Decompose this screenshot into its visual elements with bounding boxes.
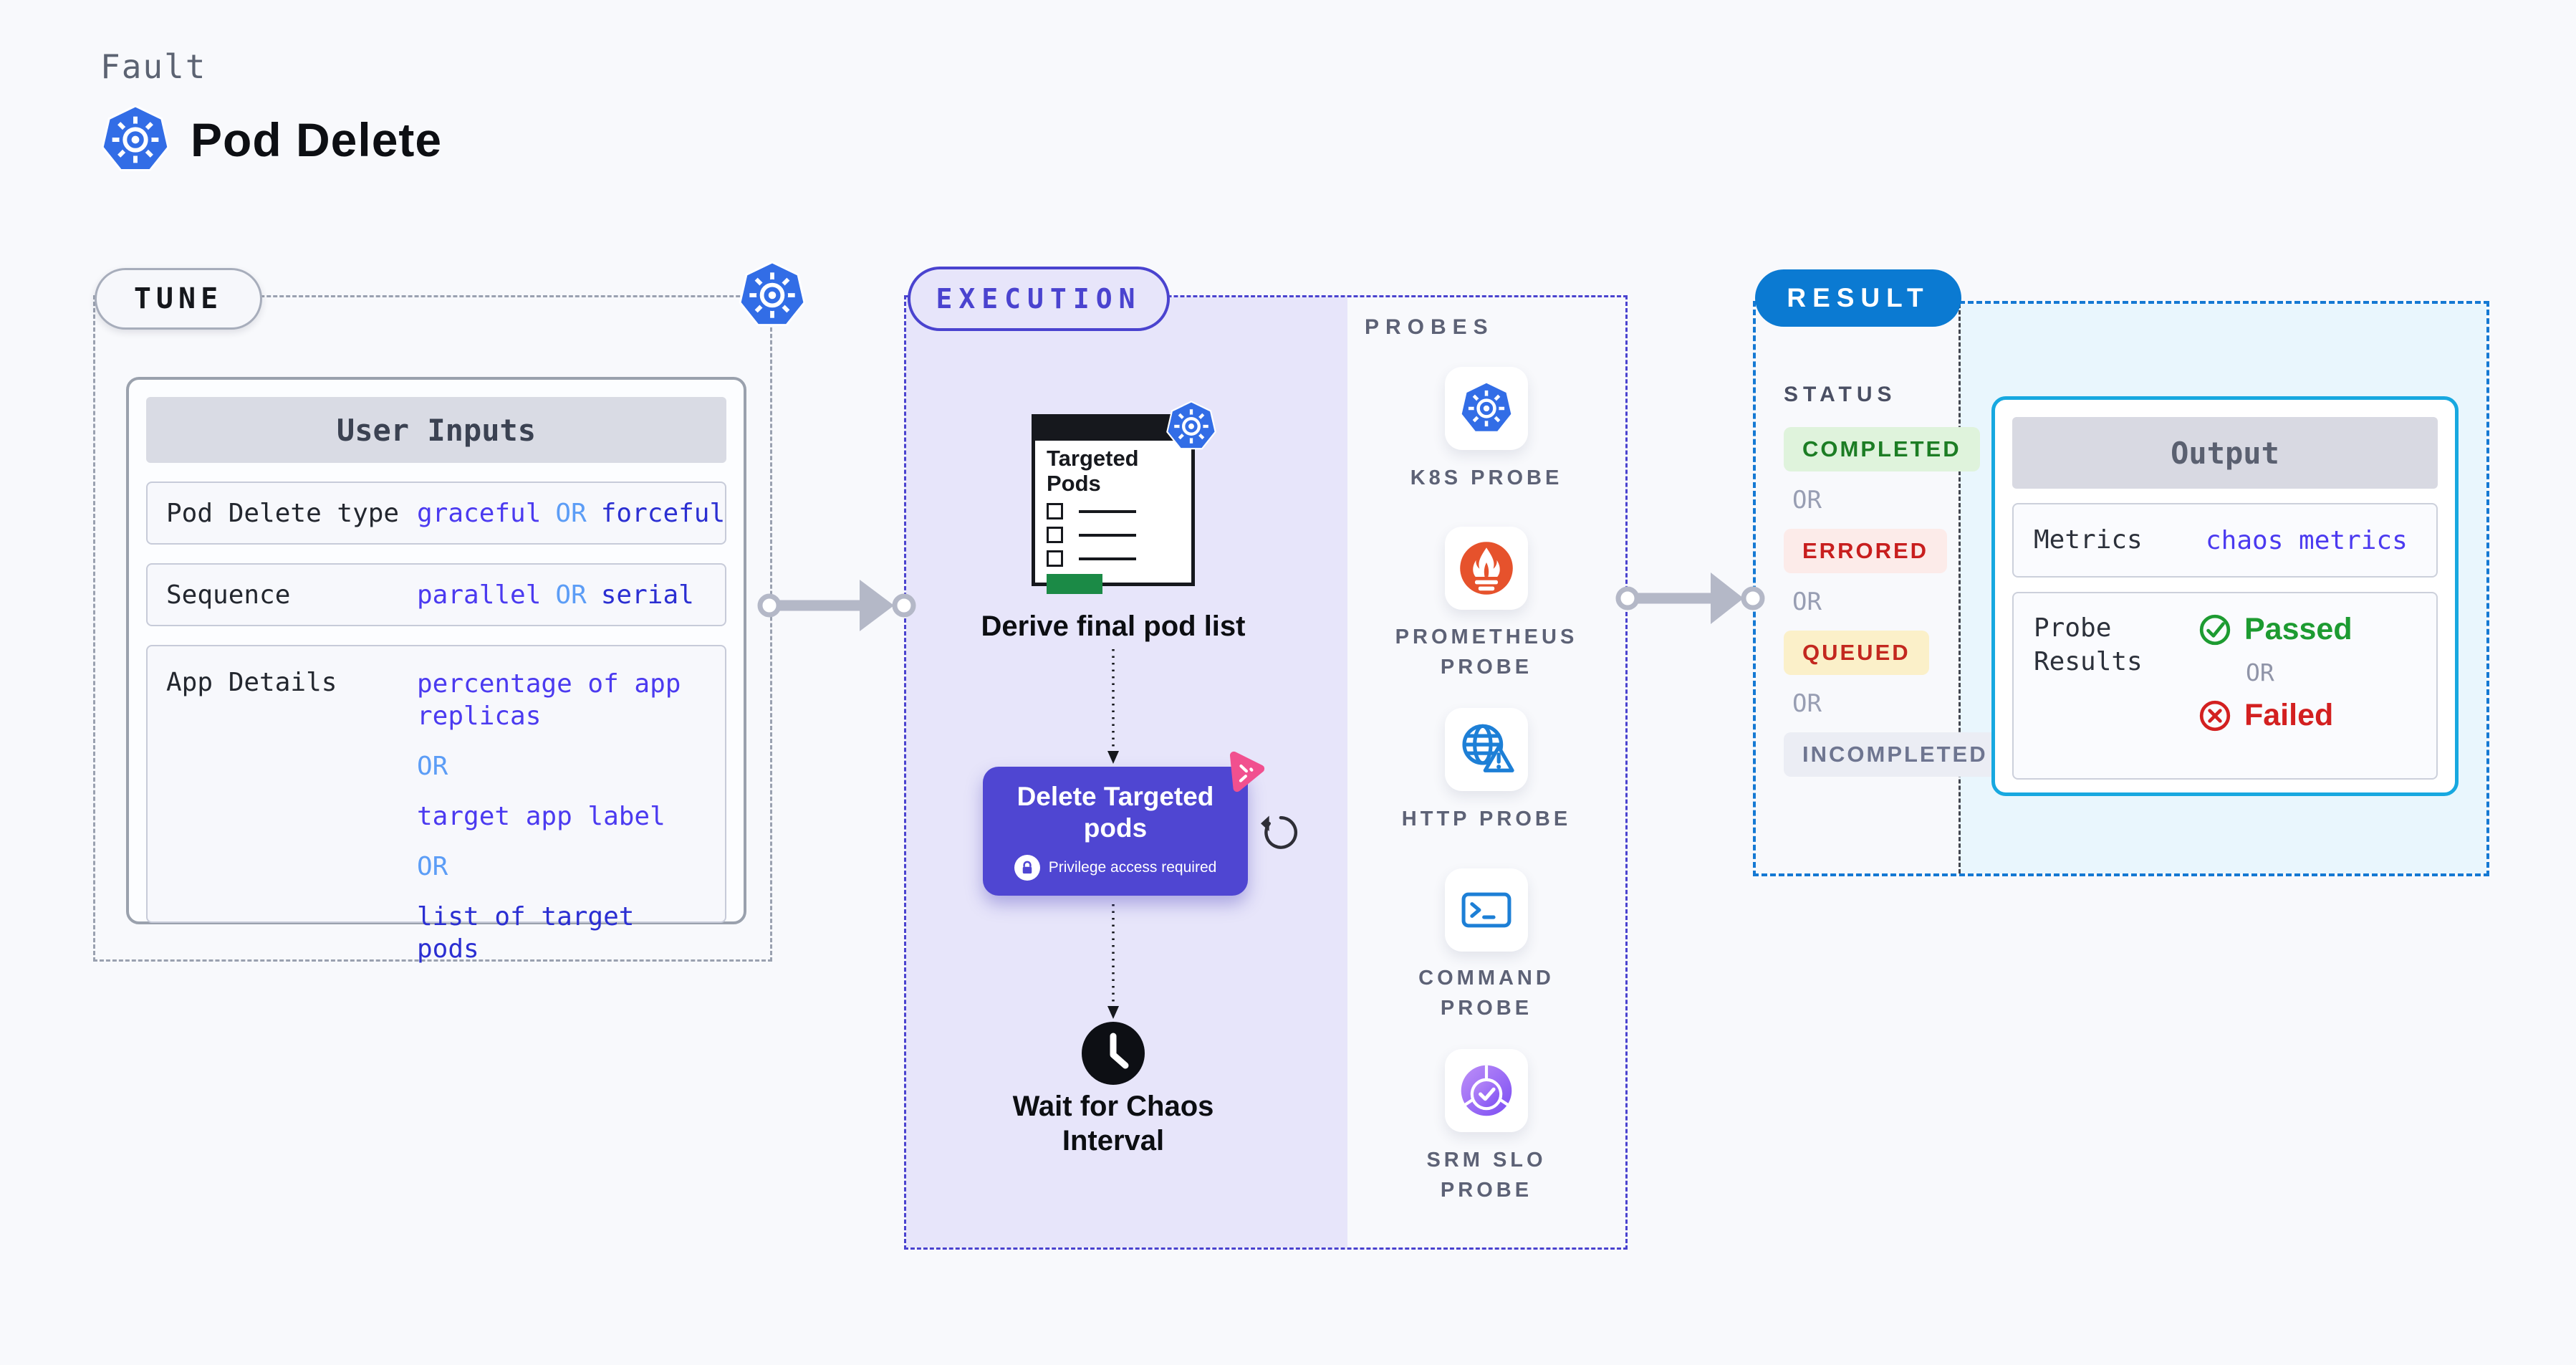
srm-slo-probe-card: [1445, 1049, 1528, 1132]
document-title: Targeted Pods: [1047, 446, 1139, 496]
failed-label: Failed: [2244, 698, 2334, 732]
x-circle-icon: [2199, 700, 2231, 731]
document-header-bar: [1035, 418, 1191, 441]
chaos-badge-icon: [1229, 751, 1265, 792]
status-column: STATUS COMPLETED OR ERRORED OR QUEUED OR…: [1784, 383, 2007, 778]
tune-section: [93, 295, 772, 962]
input-label: App Details: [166, 668, 337, 697]
probe-label: K8S PROBE: [1410, 466, 1563, 489]
kubernetes-icon: [1166, 401, 1217, 452]
input-row-app-details: App Details percentage of app replicas O…: [146, 645, 726, 964]
privilege-row: Privilege access required: [983, 854, 1248, 881]
privilege-note: Privilege access required: [1048, 858, 1217, 876]
or-separator: OR: [1792, 689, 1822, 718]
failed-line: Failed: [2198, 698, 2352, 733]
output-row-probe-results: Probe Results Passed OR Faile: [2012, 592, 2438, 780]
status-badge-queued: QUEUED: [1784, 631, 1929, 675]
checklist-row: [1047, 527, 1191, 544]
user-inputs-header: User Inputs: [146, 397, 726, 463]
or-separator: OR: [1792, 588, 1822, 616]
dotted-arrow-down: [1107, 904, 1119, 1019]
globe-warning-icon: [1456, 719, 1517, 780]
tune-label-pill: TUNE: [95, 268, 262, 330]
probe-results-value: Passed OR Failed: [2198, 612, 2352, 778]
input-value: percentage of app replicas OR target app…: [417, 669, 681, 964]
or-separator: OR: [1792, 486, 1822, 514]
kubernetes-icon: [1459, 381, 1514, 436]
step-derive-pod-list: Derive final pod list: [981, 610, 1246, 642]
kubernetes-icon: [738, 261, 807, 330]
output-value: chaos metrics: [2206, 525, 2408, 555]
output-label: Metrics: [2034, 525, 2143, 555]
output-card: Output Metrics chaos metrics Probe Resul…: [1991, 396, 2459, 796]
passed-label: Passed: [2244, 612, 2352, 646]
checklist-row: [1047, 550, 1191, 567]
probe-label: PROMETHEUS PROBE: [1395, 626, 1578, 679]
dotted-arrow-down: [1107, 649, 1119, 764]
prometheus-probe-card: [1445, 527, 1528, 610]
probe-label: HTTP PROBE: [1401, 808, 1572, 830]
passed-line: Passed: [2198, 612, 2352, 647]
prometheus-icon: [1458, 540, 1515, 597]
input-label: Sequence: [166, 580, 291, 610]
targeted-pods-checklist-icon: Targeted Pods: [1032, 414, 1195, 595]
or-separator: OR: [2246, 658, 2274, 686]
input-label: Pod Delete type: [166, 498, 400, 528]
flow-arrow-tune-to-execution: [757, 580, 916, 631]
clock-icon: [1082, 1022, 1145, 1085]
probe-label: COMMAND PROBE: [1418, 967, 1554, 1020]
delete-targeted-pods-card: Delete Targeted pods Privilege access re…: [983, 751, 1265, 896]
status-title: STATUS: [1784, 383, 1897, 406]
output-row-metrics: Metrics chaos metrics: [2012, 503, 2438, 578]
probe-label: SRM SLO PROBE: [1426, 1149, 1547, 1202]
k8s-probe-card: [1445, 367, 1528, 450]
slo-donut-icon: [1456, 1060, 1517, 1121]
fault-kicker: Fault: [100, 47, 207, 86]
http-probe-card: [1445, 708, 1528, 791]
kubernetes-icon: [100, 105, 170, 175]
execution-label-pill: EXECUTION: [908, 267, 1170, 331]
result-label-pill: RESULT: [1755, 269, 1961, 327]
flow-arrow-execution-to-result: [1615, 573, 1765, 624]
status-badge-incompleted: INCOMPLETED: [1784, 732, 2007, 777]
probes-title: PROBES: [1365, 315, 1494, 339]
step-wait-chaos-interval: Wait for Chaos Interval: [1012, 1091, 1214, 1156]
refresh-icon: [1261, 815, 1298, 849]
progress-bar: [1047, 574, 1102, 595]
lock-icon: [1014, 854, 1040, 881]
output-label: Probe Results: [2034, 613, 2143, 676]
delete-card-title: Delete Targeted pods: [1017, 782, 1214, 843]
status-badge-completed: COMPLETED: [1784, 427, 1980, 471]
page-title: Pod Delete: [191, 113, 443, 166]
status-badge-errored: ERRORED: [1784, 529, 1948, 573]
terminal-icon: [1456, 880, 1517, 940]
page-title-row: Pod Delete: [100, 105, 442, 175]
output-header: Output: [2012, 417, 2438, 489]
checklist-row: [1047, 503, 1191, 520]
command-probe-card: [1445, 868, 1528, 952]
result-divider: [1959, 304, 1961, 873]
check-circle-icon: [2199, 614, 2231, 645]
